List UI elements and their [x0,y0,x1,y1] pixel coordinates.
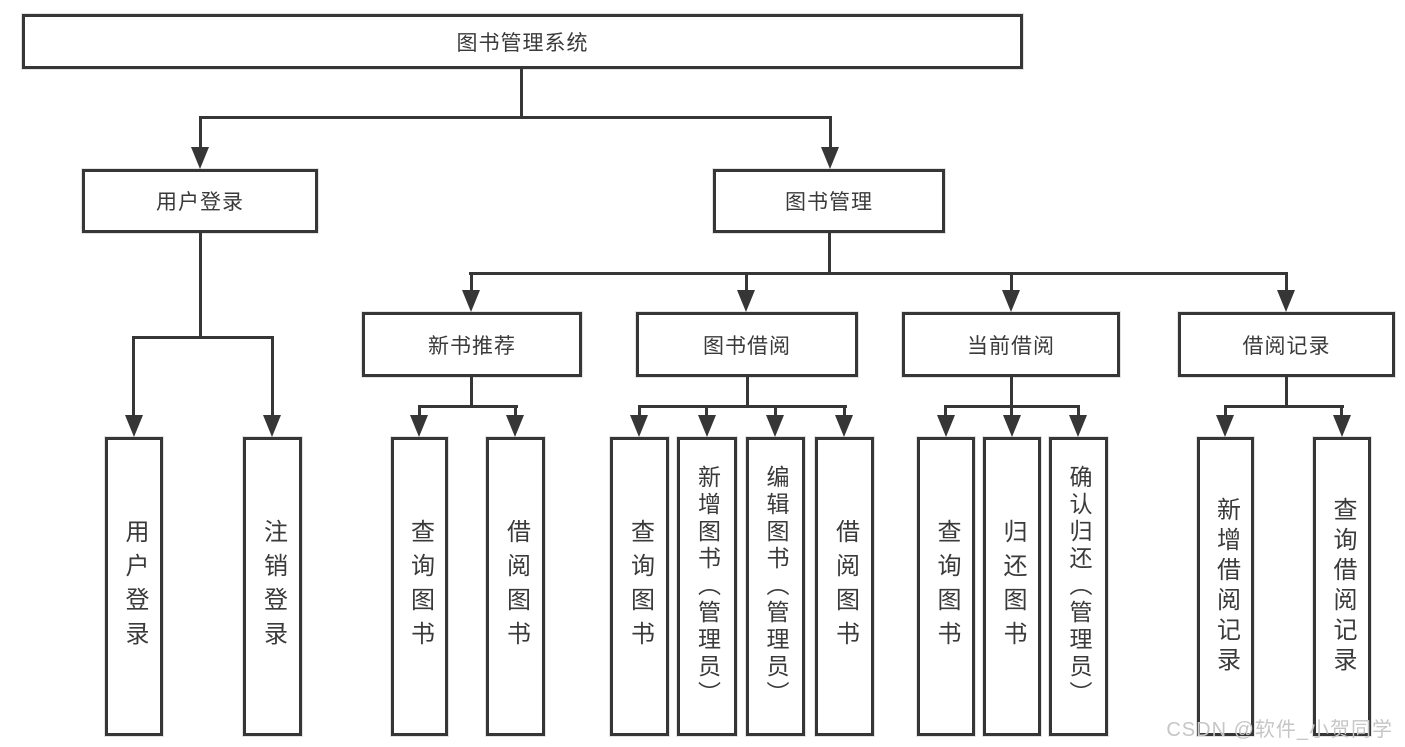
leaf-bb-edit-books-admin: 编辑图书（管理员） [746,437,805,736]
arrow-down-icon [506,415,524,437]
connector-line [271,336,274,417]
connector-line [1285,377,1288,407]
arrow-down-icon [410,415,428,437]
connector-line [745,272,748,292]
leaf-bb-add-books-admin: 新增图书（管理员） [677,437,737,736]
arrow-down-icon [937,415,955,437]
connector-line [470,272,473,292]
leaf-cb-confirm-return-admin: 确认归还（管理员） [1049,437,1108,736]
leaf-cb-return-books: 归还图书 [983,437,1041,736]
node-new-book-recommend: 新书推荐 [362,312,582,377]
connector-line [470,377,473,407]
arrow-down-icon [630,415,648,437]
connector-line [514,405,517,418]
node-borrowing-records: 借阅记录 [1178,312,1395,377]
leaf-cb-return-books-label: 归还图书 [999,518,1026,655]
arrow-down-icon [125,415,143,437]
connector-line [828,233,831,275]
leaf-cb-query-books-label: 查询图书 [933,518,960,655]
arrow-down-icon [1216,415,1234,437]
connector-line [132,336,135,417]
node-user-login-label: 用户登录 [156,191,244,214]
node-book-management: 图书管理 [713,169,945,233]
connector-line [1340,405,1343,418]
arrow-down-icon [737,290,755,312]
leaf-user-login-label: 用户登录 [121,518,148,655]
connector-line [1224,405,1227,418]
leaf-bb-edit-books-admin-label: 编辑图书（管理员） [763,465,789,708]
connector-line [843,405,846,418]
leaf-cb-confirm-return-admin-label: 确认归还（管理员） [1066,465,1092,708]
connector-line [1010,377,1013,407]
node-book-borrowing: 图书借阅 [636,312,858,377]
connector-line [199,116,202,149]
leaf-bb-add-books-admin-label: 新增图书（管理员） [694,465,721,708]
node-root-label: 图书管理系统 [456,31,589,55]
leaf-nb-borrow-books-label: 借阅图书 [502,518,530,655]
leaf-br-add-record: 新增借阅记录 [1197,437,1254,736]
connector-line [746,377,749,407]
leaf-bb-borrow-books: 借阅图书 [815,437,874,736]
leaf-nb-borrow-books: 借阅图书 [486,437,545,736]
arrow-down-icon [1069,415,1087,437]
arrow-down-icon [821,147,839,169]
leaf-nb-query-books: 查询图书 [391,437,448,736]
leaf-br-query-record-label: 查询借阅记录 [1329,496,1356,677]
leaf-logout-label: 注销登录 [259,518,287,655]
arrow-down-icon [1277,290,1295,312]
leaf-bb-borrow-books-label: 借阅图书 [831,518,859,655]
node-book-borrowing-label: 图书借阅 [703,334,791,358]
arrow-down-icon [698,415,716,437]
node-user-login: 用户登录 [82,169,318,233]
connector-line [944,405,947,418]
node-book-management-label: 图书管理 [785,191,873,214]
leaf-bb-query-books: 查询图书 [610,437,669,736]
arrow-down-icon [1003,415,1021,437]
connector-line [1224,405,1344,408]
connector-line [774,405,777,418]
node-root: 图书管理系统 [22,14,1023,69]
arrow-down-icon [263,415,281,437]
leaf-br-add-record-label: 新增借阅记录 [1212,496,1240,677]
connector-line [1285,272,1288,292]
connector-line [638,405,847,408]
watermark: CSDN @软件_小贺同学 [1166,719,1393,741]
connector-line [469,272,1288,275]
leaf-logout: 注销登录 [243,437,302,736]
connector-line [829,116,832,149]
leaf-user-login: 用户登录 [105,437,163,736]
node-current-borrowing: 当前借阅 [902,312,1120,377]
leaf-br-query-record: 查询借阅记录 [1313,437,1371,736]
connector-line [199,233,202,339]
leaf-cb-query-books: 查询图书 [917,437,975,736]
arrow-down-icon [191,147,209,169]
node-borrowing-records-label: 借阅记录 [1242,334,1331,358]
node-current-borrowing-label: 当前借阅 [967,334,1055,358]
arrow-down-icon [766,415,784,437]
connector-line [705,405,708,418]
connector-line [638,405,641,418]
connector-line [1077,405,1080,418]
connector-line [418,405,518,408]
leaf-nb-query-books-label: 查询图书 [406,518,434,655]
connector-line [520,69,523,119]
leaf-bb-query-books-label: 查询图书 [626,518,654,655]
connector-line [1010,272,1013,292]
node-new-book-recommend-label: 新书推荐 [428,334,516,358]
connector-line [1010,405,1013,418]
connector-line [199,116,832,119]
arrow-down-icon [462,290,480,312]
arrow-down-icon [835,415,853,437]
arrow-down-icon [1333,415,1351,437]
connector-line [418,405,421,418]
arrow-down-icon [1002,290,1020,312]
connector-line [133,336,274,339]
